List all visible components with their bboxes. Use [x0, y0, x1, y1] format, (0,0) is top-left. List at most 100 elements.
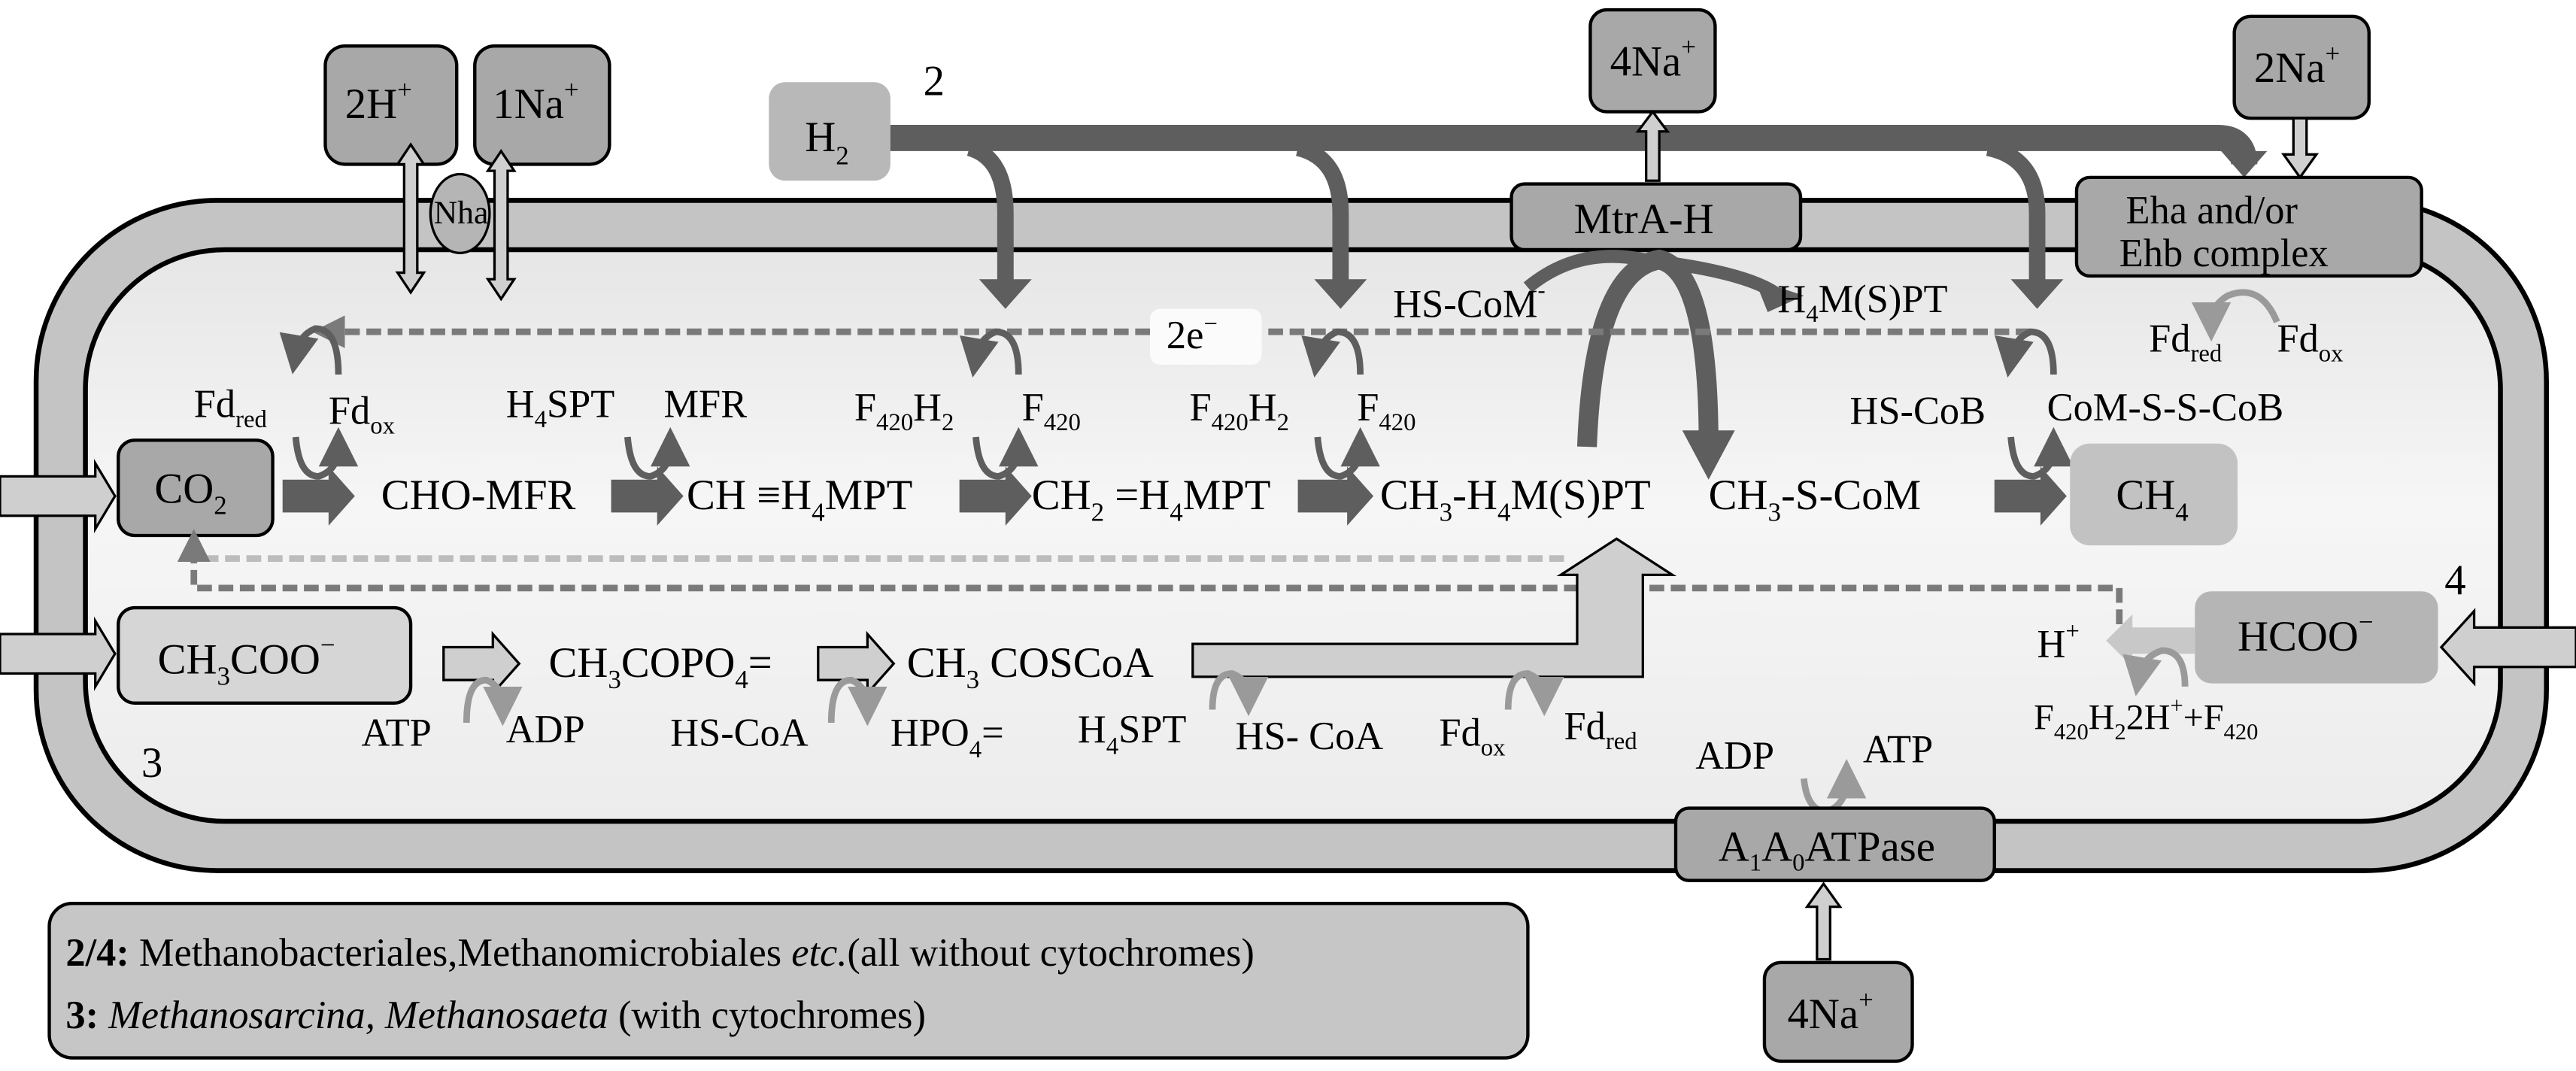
svg-text:1Na+: 1Na+ [493, 75, 578, 128]
arrow-down-icon [2281, 117, 2320, 180]
hs-cob-label: HS-CoB [1850, 389, 1986, 432]
arrow-right-icon [0, 616, 117, 691]
com-s-s-cob-label: CoM-S-S-CoB [2047, 386, 2284, 429]
fd-red-label: Fd [194, 383, 235, 426]
eha-label-line1: Eha and/or [2125, 189, 2297, 232]
svg-text:CH3COO−: CH3COO− [158, 630, 335, 690]
intermediate-ch3-s-com: CH3-S-CoM [1709, 472, 1921, 526]
legend-line-2: 3: Methanosarcina, Methanosaeta (with cy… [65, 994, 926, 1037]
acetyl-coa: CH3 COSCoA [907, 639, 1154, 694]
h-plus-label: H [2037, 623, 2066, 666]
fd-ox-label: Fd [329, 389, 370, 432]
acetate-cofactor-curls [463, 670, 1564, 727]
svg-text:H+: H+ [2037, 618, 2080, 666]
pathway-label-2: 2 [924, 58, 945, 105]
atpase-complex: A1A0ATPase 4Na+ [1673, 806, 1996, 1063]
electron-flow-line [312, 308, 2031, 365]
svg-text:2Na+: 2Na+ [2254, 39, 2340, 92]
atpase-adp-label: ADP [1695, 734, 1774, 778]
hs-coa-label-2: HS- CoA [1236, 715, 1384, 758]
intermediate-ch-h4mpt: CH ≡H4MPT [687, 472, 912, 526]
co2-substrate: CO2 [0, 438, 275, 538]
intermediate-ch3-h4mspt: CH3-H4M(S)PT [1380, 472, 1651, 526]
svg-text:H4M(S)PT: H4M(S)PT [1777, 278, 1947, 328]
acetate-substrate: CH3COO− [0, 605, 413, 705]
svg-text:A1A0ATPase: A1A0ATPase [1719, 823, 1935, 876]
ion-4na-atpase: 4Na [1788, 991, 1859, 1038]
return-dashed-lines [177, 529, 2123, 624]
acetate-pathway-arrows [442, 537, 1677, 696]
eha-ehb-complex: 2Na+ Eha and/or Ehb complex [2074, 14, 2423, 342]
svg-text:HPO4=: HPO4= [891, 711, 1004, 763]
arrow-up-icon [1635, 109, 1670, 182]
f420h2-label-2: F [1189, 386, 1211, 429]
fd-ox-label-2: Fd [1439, 711, 1480, 755]
eha-fd-red: Fd [2149, 317, 2190, 360]
eha-label-line2: Ehb complex [2119, 232, 2329, 275]
svg-text:2H+: 2H+ [345, 75, 412, 128]
svg-text:F420: F420 [1022, 386, 1081, 436]
svg-text:Fdox: Fdox [1439, 711, 1505, 762]
intermediate-ch2-h4mpt: CH2 =H4MPT [1032, 472, 1271, 526]
mtr-reaction-arcs [1523, 249, 1804, 480]
svg-text:4Na+: 4Na+ [1610, 32, 1696, 85]
f420h2-label-1: F [854, 386, 876, 429]
f420-label-1: F [1022, 386, 1044, 429]
svg-text:4Na+: 4Na+ [1788, 985, 1874, 1038]
mtr-complex: 4Na+ MtrA-H [1509, 8, 1803, 252]
svg-text:CH4: CH4 [2116, 472, 2188, 526]
mfr-label: MFR [663, 383, 747, 426]
svg-text:Fdox: Fdox [329, 389, 395, 439]
legend-line-1: 2/4: Methanobacteriales,Methanomicrobial… [65, 931, 1254, 975]
h4mspt-label: H [1777, 278, 1806, 321]
svg-text:Fdox: Fdox [2277, 317, 2343, 367]
svg-text:F420H2: F420H2 [1189, 386, 1289, 436]
electron-label: 2e [1167, 314, 1203, 357]
atp-label: ATP [362, 711, 432, 755]
legend: 2/4: Methanobacteriales,Methanomicrobial… [47, 902, 1530, 1060]
h2-distribution-arrows [887, 124, 2268, 309]
formate-substrate: HCOO− [2106, 591, 2576, 696]
h2-substrate: H2 [769, 82, 891, 181]
double-arrow-icon [395, 142, 517, 302]
h4spt-label-2: H [1078, 708, 1106, 751]
hpo4-label: HPO [891, 711, 969, 755]
svg-text:2e−: 2e− [1167, 311, 1218, 357]
nha-antiporter: 2H+ 1Na+ Nha [323, 44, 611, 302]
ion-2na-eha: 2Na [2254, 44, 2326, 92]
nha-label: Nha [434, 195, 489, 231]
nha-protein [429, 172, 491, 254]
svg-text:Fdred: Fdred [194, 383, 267, 433]
svg-text:H2: H2 [805, 114, 848, 170]
svg-text:F420H22H++F420: F420H22H++F420 [2034, 693, 2258, 745]
svg-text:HS-CoM-: HS-CoM- [1393, 277, 1545, 326]
atpase-atp-label: ATP [1863, 727, 1933, 771]
arrow-up-icon [1804, 881, 1843, 961]
svg-text:Fdred: Fdred [2149, 317, 2222, 367]
svg-text:H4SPT: H4SPT [1078, 708, 1187, 760]
pathway-label-3: 3 [141, 739, 162, 787]
ion-4na-mtr: 4Na [1610, 38, 1682, 85]
svg-text:HCOO−: HCOO− [2238, 608, 2374, 660]
mtr-label: MtrA-H [1574, 196, 1714, 243]
formate-f420h2: F [2034, 698, 2054, 738]
acetyl-phosphate: CH3COPO4= [549, 639, 772, 694]
f420-label-2: F [1357, 386, 1379, 429]
hs-com-label: HS-CoM [1393, 283, 1537, 326]
cell-membrane [33, 198, 2549, 873]
eha-fd-ox: Fd [2277, 317, 2318, 360]
ion-2h: 2H [345, 80, 397, 128]
arrow-right-icon [0, 458, 117, 534]
main-pathway-arrows [282, 466, 2067, 526]
h4spt-label: H [506, 383, 535, 426]
adp-label: ADP [506, 708, 585, 751]
pathway-label-4: 4 [2444, 557, 2465, 605]
svg-text:F420: F420 [1357, 386, 1415, 436]
methane-product: CH4 [2070, 443, 2238, 546]
svg-text:H4SPT: H4SPT [506, 383, 615, 433]
svg-text:CO2: CO2 [154, 465, 226, 520]
svg-text:F420H2: F420H2 [854, 386, 954, 436]
svg-text:Fdred: Fdred [1564, 705, 1637, 755]
intermediate-cho-mfr: CHO-MFR [381, 472, 576, 519]
